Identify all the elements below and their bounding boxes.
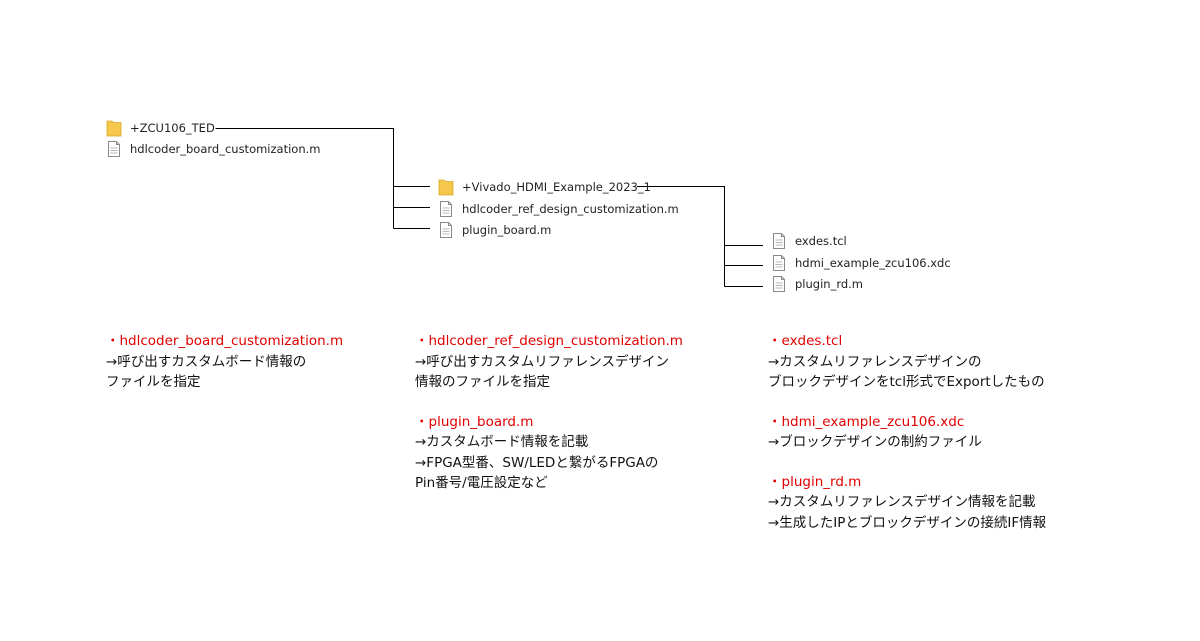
root-connector <box>215 128 430 229</box>
file-name: plugin_board.m <box>462 223 552 237</box>
description-plugin-board: ・plugin_board.m →カスタムボード情報を記載 →FPGA型番、SW… <box>415 412 683 494</box>
description-line: ブロックデザインをtcl形式でExportしたもの <box>768 374 1045 390</box>
folder-item-vivado-hdmi[interactable]: +Vivado_HDMI_Example_2023_1 <box>438 177 651 197</box>
description-plugin-rd: ・plugin_rd.m →カスタムリファレンスデザイン情報を記載 →生成したI… <box>768 472 1046 534</box>
description-line: Pin番号/電圧設定など <box>415 475 548 491</box>
file-icon <box>771 275 787 293</box>
description-line: →呼び出すカスタムボード情報の <box>106 353 307 370</box>
description-title: ・hdlcoder_board_customization.m <box>106 333 344 349</box>
file-item-plugin-rd[interactable]: plugin_rd.m <box>771 274 863 294</box>
description-column-2: ・hdlcoder_ref_design_customization.m →呼び… <box>415 331 683 513</box>
description-line: →呼び出すカスタムリファレンスデザイン <box>415 353 670 370</box>
file-item-plugin-board[interactable]: plugin_board.m <box>438 220 551 240</box>
description-line: ファイルを指定 <box>106 374 201 390</box>
folder-name: +ZCU106_TED <box>130 121 215 135</box>
description-line: 情報のファイルを指定 <box>415 374 550 390</box>
file-icon <box>106 140 122 158</box>
description-column-3: ・exdes.tcl →カスタムリファレンスデザインの ブロックデザインをtcl… <box>768 331 1046 552</box>
description-line: →カスタムリファレンスデザインの <box>768 353 982 370</box>
file-item-hdmi-xdc[interactable]: hdmi_example_zcu106.xdc <box>771 253 951 273</box>
description-title: ・plugin_rd.m <box>768 473 862 490</box>
description-title: ・exdes.tcl <box>768 333 843 349</box>
file-name: hdmi_example_zcu106.xdc <box>795 256 951 270</box>
folder-icon <box>438 178 454 196</box>
folder-item-root[interactable]: +ZCU106_TED <box>106 118 215 138</box>
mid-connector <box>637 186 763 287</box>
description-line: →FPGA型番、SW/LEDと繋がるFPGAの <box>415 454 659 471</box>
description-line: →カスタムボード情報を記載 <box>415 434 589 450</box>
description-line: →ブロックデザインの制約ファイル <box>768 434 982 450</box>
description-hdmi-xdc: ・hdmi_example_zcu106.xdc →ブロックデザインの制約ファイ… <box>768 412 1046 453</box>
file-item-board-customization[interactable]: hdlcoder_board_customization.m <box>106 139 320 159</box>
folder-name: +Vivado_HDMI_Example_2023_1 <box>462 180 651 194</box>
description-exdes-tcl: ・exdes.tcl →カスタムリファレンスデザインの ブロックデザインをtcl… <box>768 331 1046 393</box>
description-title: ・plugin_board.m <box>415 413 534 430</box>
file-item-exdes-tcl[interactable]: exdes.tcl <box>771 231 847 251</box>
description-title: ・hdlcoder_ref_design_customization.m <box>415 333 683 349</box>
description-ref-design-customization: ・hdlcoder_ref_design_customization.m →呼び… <box>415 331 683 393</box>
file-icon <box>771 232 787 250</box>
description-line: →カスタムリファレンスデザイン情報を記載 <box>768 494 1036 510</box>
description-column-1: ・hdlcoder_board_customization.m →呼び出すカスタ… <box>106 331 343 412</box>
description-title: ・hdmi_example_zcu106.xdc <box>768 413 965 430</box>
file-item-ref-design-customization[interactable]: hdlcoder_ref_design_customization.m <box>438 199 679 219</box>
file-name: exdes.tcl <box>795 234 847 248</box>
file-icon <box>438 221 454 239</box>
description-board-customization: ・hdlcoder_board_customization.m →呼び出すカスタ… <box>106 331 343 393</box>
description-line: →生成したIPとブロックデザインの接続IF情報 <box>768 514 1047 531</box>
file-icon <box>438 200 454 218</box>
file-icon <box>771 254 787 272</box>
file-name: hdlcoder_board_customization.m <box>130 142 321 156</box>
folder-icon <box>106 119 122 137</box>
file-name: plugin_rd.m <box>795 277 864 291</box>
file-name: hdlcoder_ref_design_customization.m <box>462 202 679 216</box>
